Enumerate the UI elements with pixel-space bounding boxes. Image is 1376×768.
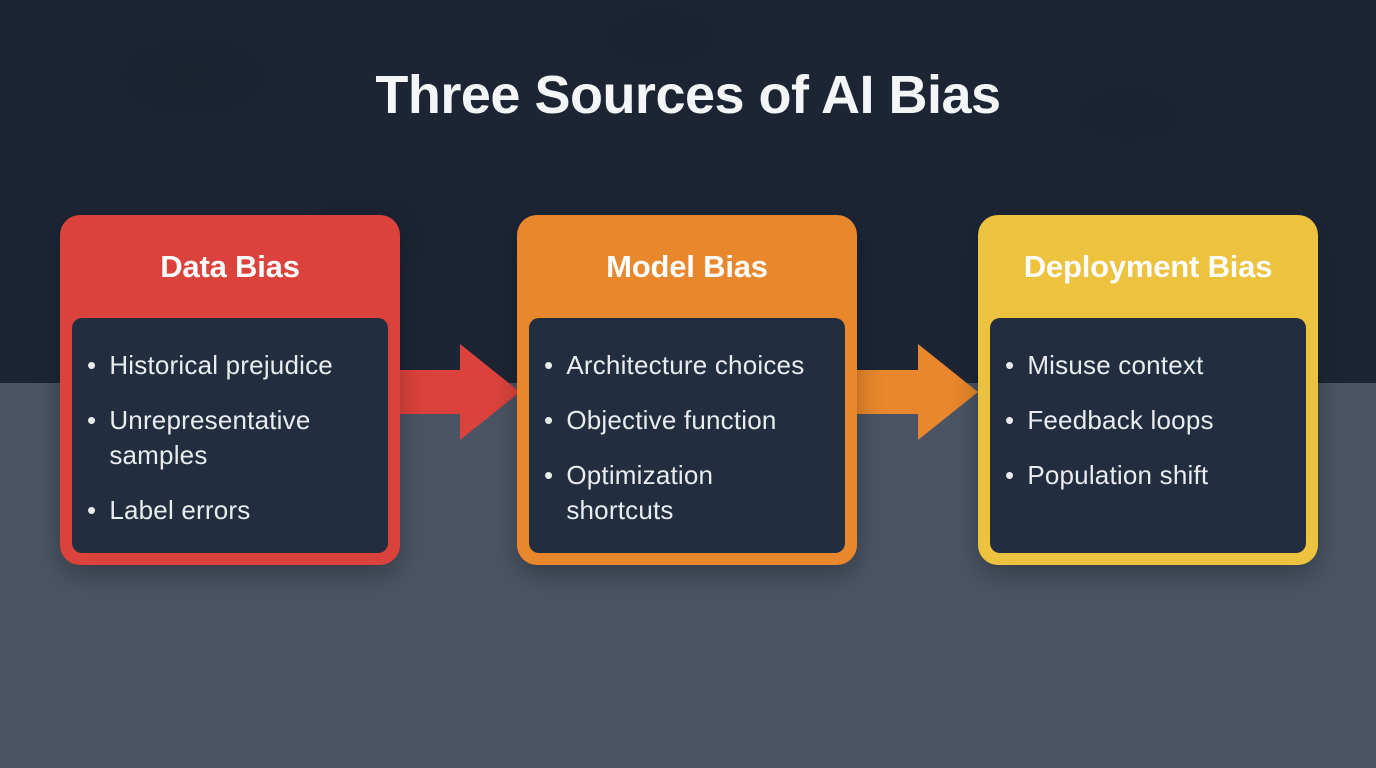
card-data-bias: Data Bias • Historical prejudice • Unrep…	[60, 215, 400, 565]
bullet-text: Unrepresentative samples	[109, 405, 311, 470]
bullet-dot-icon: •	[1005, 460, 1015, 490]
card-panel: • Architecture choices • Objective funct…	[529, 318, 845, 553]
card-title: Data Bias	[160, 248, 300, 284]
bullet-item: • Feedback loops	[1005, 403, 1296, 438]
card-deployment-bias: Deployment Bias • Misuse context • Feedb…	[978, 215, 1318, 565]
bullet-text: Feedback loops	[1027, 405, 1214, 435]
bullet-item: • Label errors	[87, 493, 378, 528]
bullet-dot-icon: •	[1005, 350, 1015, 380]
bullet-text: Historical prejudice	[109, 350, 333, 380]
bullet-text: Misuse context	[1027, 350, 1204, 380]
card-panel: • Historical prejudice • Unrepresentativ…	[72, 318, 388, 553]
page-title: Three Sources of AI Bias	[375, 65, 1001, 125]
bullet-item: • Optimization shortcuts	[544, 458, 835, 528]
bullet-item: • Historical prejudice	[87, 348, 378, 383]
bullet-dot-icon: •	[87, 495, 97, 525]
arrow-shape	[856, 344, 978, 440]
bullet-dot-icon: •	[87, 350, 97, 380]
arrow-right-icon	[398, 344, 520, 440]
bullet-text: Optimization shortcuts	[566, 460, 714, 525]
bullet-item: • Unrepresentative samples	[87, 403, 378, 473]
arrow-shape	[398, 344, 520, 440]
bullet-text: Architecture choices	[566, 350, 805, 380]
bullet-dot-icon: •	[544, 460, 554, 490]
bullet-text: Objective function	[566, 405, 777, 435]
bullet-text: Label errors	[109, 495, 251, 525]
bullet-dot-icon: •	[1005, 405, 1015, 435]
card-panel: • Misuse context • Feedback loops • Popu…	[990, 318, 1306, 553]
bullet-item: • Population shift	[1005, 458, 1296, 493]
bullet-dot-icon: •	[87, 405, 97, 435]
bullet-dot-icon: •	[544, 350, 554, 380]
card-title: Model Bias	[606, 248, 768, 284]
card-title: Deployment Bias	[1023, 248, 1273, 284]
bullet-dot-icon: •	[544, 405, 554, 435]
bullet-text: Population shift	[1027, 460, 1209, 490]
card-model-bias: Model Bias • Architecture choices • Obje…	[517, 215, 857, 565]
bullet-item: • Misuse context	[1005, 348, 1296, 383]
bullet-item: • Architecture choices	[544, 348, 835, 383]
arrow-right-icon	[856, 344, 978, 440]
bullet-item: • Objective function	[544, 403, 835, 438]
